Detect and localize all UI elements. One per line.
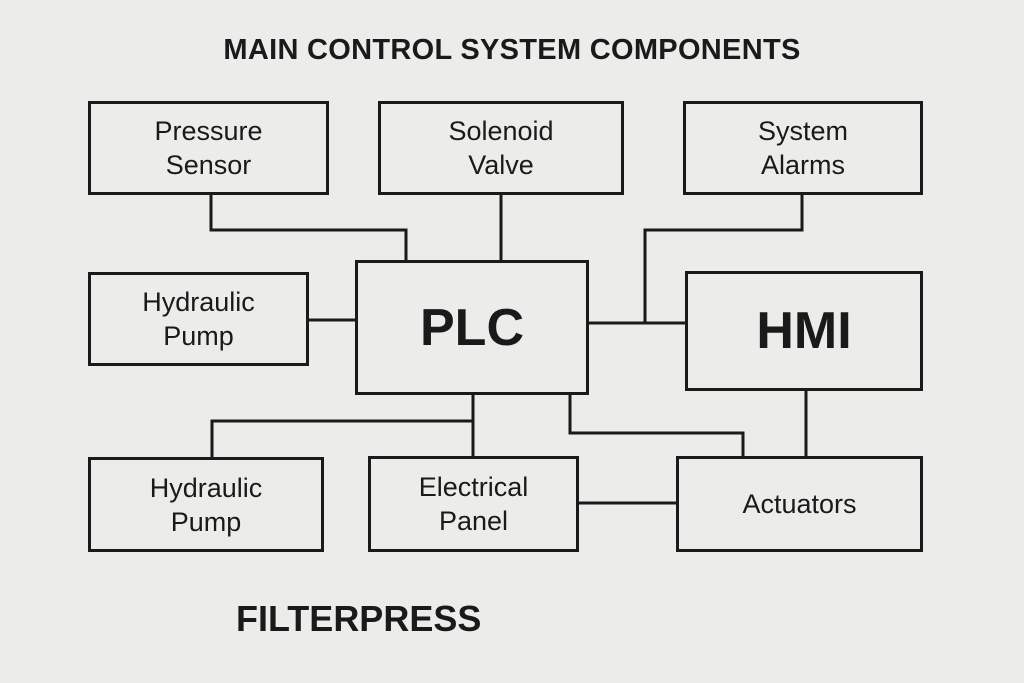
connector-pressure-sensor-plc	[209, 190, 408, 264]
node-plc: PLC	[355, 260, 589, 395]
node-solenoid-valve: Solenoid Valve	[378, 101, 624, 195]
diagram-caption: FILTERPRESS	[236, 598, 482, 639]
node-electrical-panel: Electrical Panel	[368, 456, 579, 552]
diagram-title: MAIN CONTROL SYSTEM COMPONENTS	[223, 34, 801, 66]
node-system-alarms: System Alarms	[683, 101, 923, 195]
node-hydraulic-pump-bottom: Hydraulic Pump	[88, 457, 324, 552]
connector-plc-hydraulic-pump-bottom	[210, 419, 475, 461]
node-actuators: Actuators	[676, 456, 923, 552]
node-hydraulic-pump-top: Hydraulic Pump	[88, 272, 309, 366]
node-hmi: HMI	[685, 271, 923, 391]
connector-system-alarms-plc	[643, 190, 804, 325]
connector-plc-actuators	[568, 390, 745, 460]
node-pressure-sensor: Pressure Sensor	[88, 101, 329, 195]
